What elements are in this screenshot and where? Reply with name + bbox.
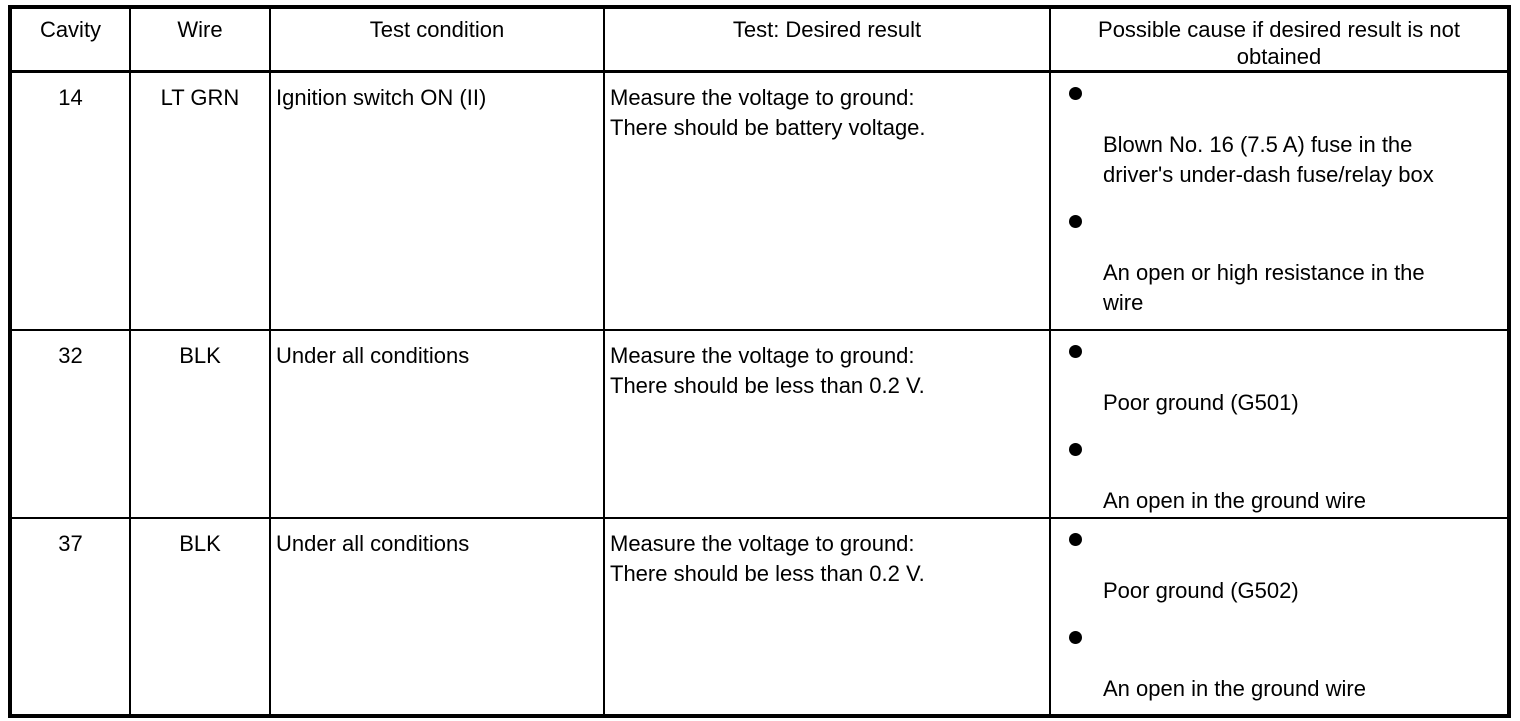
possible-cause-cell: Poor ground (G502) An open in the ground… xyxy=(1049,516,1510,717)
column-header-cavity: Cavity xyxy=(9,6,131,73)
cause-item: An open or high resistance in the wire xyxy=(1069,215,1503,318)
wire-cell: BLK xyxy=(129,516,271,717)
column-header-wire: Wire xyxy=(129,6,271,73)
cause-text: Poor ground (G502) xyxy=(1103,577,1299,603)
table-row-cavity-37: 37 BLK Under all conditions Measure the … xyxy=(9,516,1510,717)
bullet-icon xyxy=(1069,532,1082,546)
cause-item: Poor ground (G502) xyxy=(1069,532,1503,606)
desired-result-cell: Measure the voltage to ground: There sho… xyxy=(603,328,1051,519)
desired-result-line: Measure the voltage to ground: xyxy=(610,85,915,110)
cavity-cell: 14 xyxy=(9,70,131,331)
desired-result-line: There should be battery voltage. xyxy=(610,115,926,140)
bullet-icon xyxy=(1069,215,1082,228)
desired-result-cell: Measure the voltage to ground: There sho… xyxy=(603,70,1051,331)
bullet-icon xyxy=(1069,87,1082,100)
cause-text: An open in the ground wire xyxy=(1103,487,1366,513)
wire-cell: LT GRN xyxy=(129,70,271,331)
cavity-cell: 37 xyxy=(9,516,131,717)
header-row: Cavity Wire Test condition Test: Desired… xyxy=(9,6,1510,73)
desired-result-line: Measure the voltage to ground: xyxy=(610,530,915,556)
cause-item: An open in the ground wire xyxy=(1069,442,1503,516)
cause-text: An open or high resistance in the wire xyxy=(1103,260,1425,315)
test-condition-cell: Ignition switch ON (II) xyxy=(269,70,605,331)
cause-item: Poor ground (G501) xyxy=(1069,344,1503,418)
wire-cell: BLK xyxy=(129,328,271,519)
desired-result-line: There should be less than 0.2 V. xyxy=(610,372,925,398)
column-header-desired-result: Test: Desired result xyxy=(603,6,1051,73)
column-header-test-condition: Test condition xyxy=(269,6,605,73)
test-condition-cell: Under all conditions xyxy=(269,328,605,519)
cause-text: An open in the ground wire xyxy=(1103,675,1366,701)
bullet-icon xyxy=(1069,442,1082,456)
connector-test-table: Cavity Wire Test condition Test: Desired… xyxy=(8,5,1511,718)
desired-result-line: Measure the voltage to ground: xyxy=(610,342,915,368)
possible-cause-cell: Poor ground (G501) An open in the ground… xyxy=(1049,328,1510,519)
cause-text: Poor ground (G501) xyxy=(1103,389,1299,415)
test-condition-cell: Under all conditions xyxy=(269,516,605,717)
bullet-icon xyxy=(1069,344,1082,358)
table-row-cavity-14: 14 LT GRN Ignition switch ON (II) Measur… xyxy=(9,70,1510,331)
bullet-icon xyxy=(1069,630,1082,644)
desired-result-cell: Measure the voltage to ground: There sho… xyxy=(603,516,1051,717)
table-row-cavity-32: 32 BLK Under all conditions Measure the … xyxy=(9,328,1510,519)
possible-cause-cell: Blown No. 16 (7.5 A) fuse in the driver'… xyxy=(1049,70,1510,331)
column-header-possible-cause: Possible cause if desired result is not … xyxy=(1049,6,1510,73)
cause-text: Blown No. 16 (7.5 A) fuse in the driver'… xyxy=(1103,132,1434,187)
cause-item: Blown No. 16 (7.5 A) fuse in the driver'… xyxy=(1069,87,1503,190)
cavity-cell: 32 xyxy=(9,328,131,519)
cause-item: An open in the ground wire xyxy=(1069,630,1503,704)
desired-result-line: There should be less than 0.2 V. xyxy=(610,560,925,586)
